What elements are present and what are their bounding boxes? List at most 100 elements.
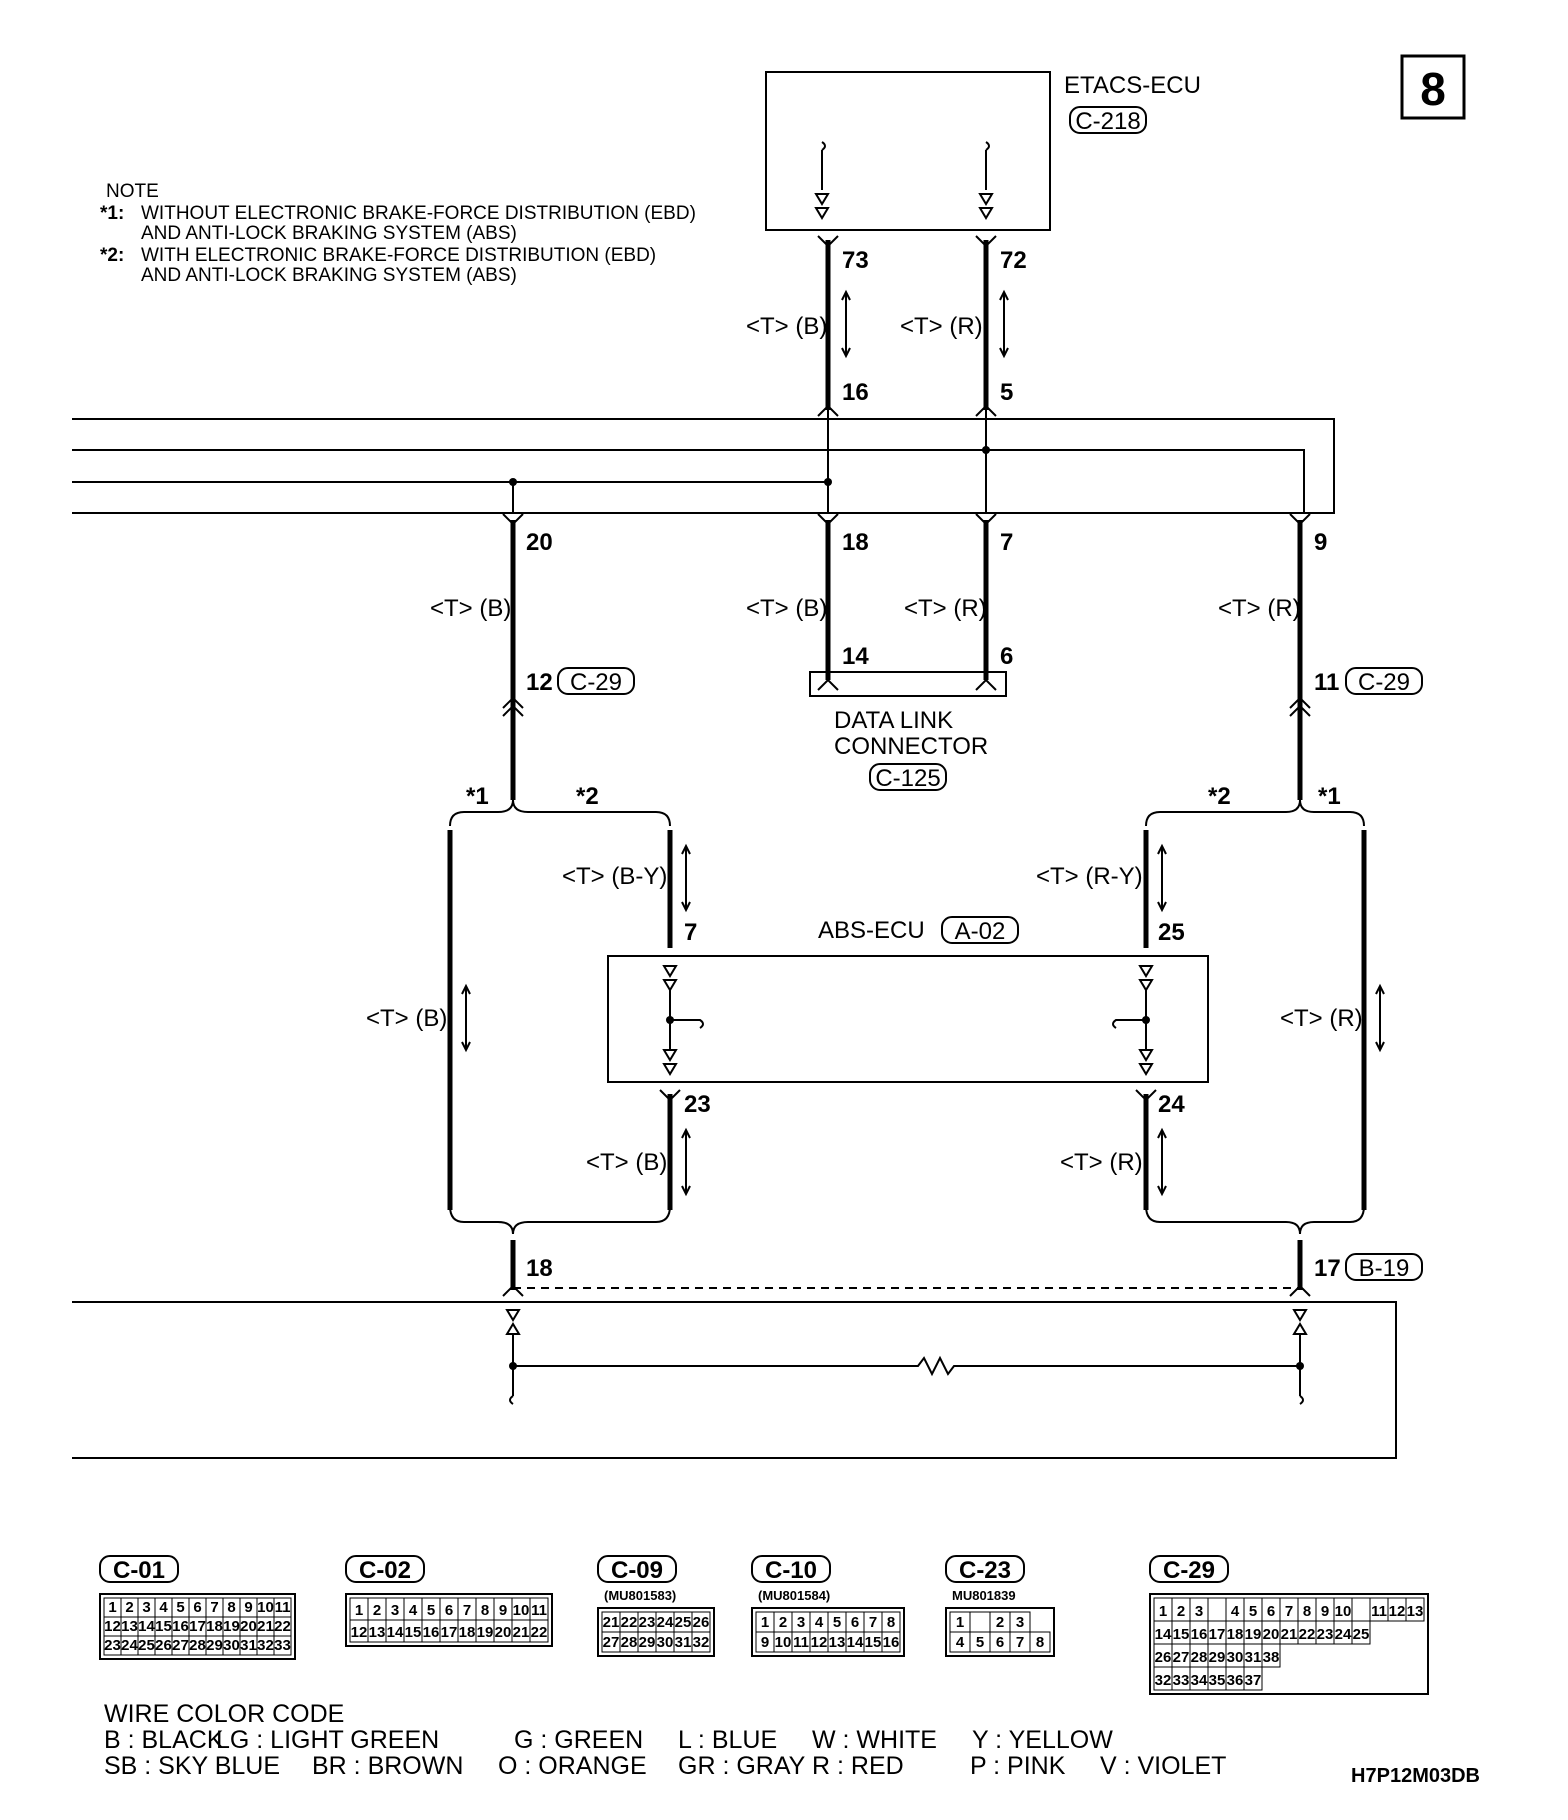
connector-cavity: 21	[257, 1618, 274, 1635]
c29-connectors: 12 C-29 11 C-29	[502, 667, 1423, 717]
connector-cavity: 7	[869, 1614, 877, 1631]
connector-cavity: 24	[1335, 1626, 1352, 1643]
connector-cavity: 7	[210, 1599, 218, 1616]
connector-cavity: 31	[1245, 1649, 1262, 1666]
connector-cavity: 8	[227, 1599, 235, 1616]
bottom-connector: 18 17 B-19	[72, 1240, 1423, 1459]
connector-cavity: 4	[1231, 1603, 1240, 1620]
connector-cavity: 27	[603, 1634, 620, 1651]
etacs-pin-73: 73	[842, 247, 869, 274]
connector-part-number: (MU801583)	[604, 1588, 676, 1603]
abs-pin-7: 7	[684, 919, 697, 946]
wire-color-entry: B : BLACK	[104, 1726, 224, 1754]
wire-color-entry: V : VIOLET	[1100, 1752, 1226, 1780]
connector-cavity: 13	[829, 1634, 846, 1651]
notes: NOTE *1: WITHOUT ELECTRONIC BRAKE-FORCE …	[100, 181, 696, 286]
connector-cavity: 11	[531, 1602, 547, 1619]
wire-9-label: <T> (R)	[1218, 595, 1301, 622]
wire-color-entry: R : RED	[812, 1752, 904, 1780]
connector-cavity: 12	[811, 1634, 828, 1651]
junction-pin-7: 7	[1000, 529, 1013, 556]
connector-code: C-02	[359, 1557, 411, 1584]
connector-cavity: 32	[257, 1637, 274, 1654]
abs-ecu-name: ABS-ECU	[818, 917, 925, 944]
star-2-right: *2	[1208, 783, 1231, 810]
wire-color-entry: Y : YELLOW	[972, 1726, 1113, 1754]
c29-left-code: C-29	[570, 669, 622, 696]
connector-cavity: 4	[956, 1634, 965, 1651]
bottom-pin-18: 18	[526, 1255, 553, 1282]
data-link-connector: 14 6 DATA LINK CONNECTOR C-125	[809, 643, 1013, 792]
connector-cavity: 9	[244, 1599, 252, 1616]
connector-cavity: 6	[445, 1602, 453, 1619]
dlc-name-line1: DATA LINK	[834, 707, 953, 734]
connector-cavity: 2	[996, 1614, 1004, 1631]
connector-cavity: 2	[1177, 1603, 1185, 1620]
connector-cavity: 31	[240, 1637, 257, 1654]
c29-right-pin: 11	[1314, 669, 1339, 696]
connector-cavity: 29	[1209, 1649, 1226, 1666]
star-1-right: *1	[1318, 783, 1341, 810]
connector-cavity: 8	[887, 1614, 895, 1631]
connector-cavity: 1	[108, 1599, 116, 1616]
connector-cavity: 19	[477, 1624, 494, 1641]
connector-code: C-01	[113, 1557, 165, 1584]
connector-cavity: 5	[833, 1614, 841, 1631]
dlc-pin-6: 6	[1000, 643, 1013, 670]
connector-code: C-23	[959, 1557, 1011, 1584]
upper-wire-label-r: <T> (R)	[900, 313, 983, 340]
connector-cavity: 13	[369, 1624, 386, 1641]
connector-cavity: 33	[274, 1637, 291, 1654]
connector-cavity: 15	[155, 1618, 172, 1635]
connector-cavity: 37	[1245, 1672, 1262, 1689]
connector-cavity: 4	[409, 1602, 418, 1619]
note-2-line2: AND ANTI-LOCK BRAKING SYSTEM (ABS)	[141, 265, 517, 286]
connector-part-number: (MU801584)	[758, 1588, 830, 1603]
connector-cavity: 5	[176, 1599, 184, 1616]
etacs-ecu: ETACS-ECU C-218	[765, 71, 1201, 231]
connector-cavity: 30	[1227, 1649, 1244, 1666]
connector-cavity: 38	[1263, 1649, 1280, 1666]
note-1-line2: AND ANTI-LOCK BRAKING SYSTEM (ABS)	[141, 223, 517, 244]
connector-cavity: 20	[1263, 1626, 1280, 1643]
wire-18-label: <T> (B)	[746, 595, 827, 622]
connector-cavity: 18	[1227, 1626, 1244, 1643]
connector-cavity: 6	[1267, 1603, 1275, 1620]
etacs-ecu-name: ETACS-ECU	[1064, 72, 1201, 99]
connector-cavity: 5	[427, 1602, 435, 1619]
note-1-line1: WITHOUT ELECTRONIC BRAKE-FORCE DISTRIBUT…	[141, 203, 696, 224]
connector-cavity: 9	[499, 1602, 507, 1619]
connector-cavity: 14	[847, 1634, 864, 1651]
wire-color-entry: SB : SKY BLUE	[104, 1752, 280, 1780]
connector-cavity: 25	[1353, 1626, 1370, 1643]
wire-color-entry: LG : LIGHT GREEN	[216, 1726, 439, 1754]
abs-wire-tl-label: <T> (B-Y)	[562, 863, 667, 890]
connector-cavity: 16	[172, 1618, 189, 1635]
connector-cavity: 16	[883, 1634, 900, 1651]
bypass-wires: <T> (B) <T> (R)	[366, 830, 1385, 1210]
connector-cavity: 6	[996, 1634, 1004, 1651]
connector-cavity: 2	[125, 1599, 133, 1616]
connector-cavity: 10	[513, 1602, 530, 1619]
connector-cavity: 5	[1249, 1603, 1257, 1620]
connector-cavity: 28	[189, 1637, 206, 1654]
bottom-pin-17: 17	[1314, 1255, 1341, 1282]
connector-cavity: 4	[815, 1614, 824, 1631]
connector-cavity: 29	[639, 1634, 656, 1651]
wire-color-entry: L : BLUE	[678, 1726, 777, 1754]
connector-cavity: 3	[142, 1599, 150, 1616]
junction-pin-20: 20	[526, 529, 553, 556]
connector-cavity: 31	[675, 1634, 692, 1651]
connector-cavity: 11	[275, 1599, 291, 1616]
connector-cavity: 3	[391, 1602, 399, 1619]
note-2-mark: *2:	[100, 245, 124, 266]
connector-cavity: 27	[172, 1637, 189, 1654]
connector-cavity: 2	[373, 1602, 381, 1619]
connector-cavity: 26	[693, 1614, 710, 1631]
connector-cavity: 1	[1159, 1603, 1167, 1620]
connector-cavity: 19	[1245, 1626, 1262, 1643]
connector-cavity: 7	[1016, 1634, 1024, 1651]
c29-right-code: C-29	[1358, 669, 1410, 696]
